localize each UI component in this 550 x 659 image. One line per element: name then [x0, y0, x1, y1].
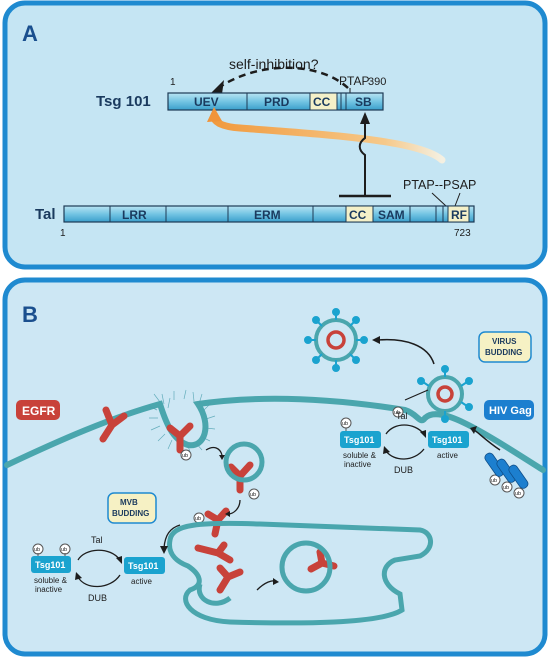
ub-text: ub — [250, 492, 256, 498]
ub-circle — [501, 481, 513, 493]
soluble-label-left-2: inactive — [35, 585, 63, 594]
hiv-gag-label: HIV Gag — [489, 405, 532, 417]
mvb — [167, 520, 433, 626]
tal-label-left: Tal — [91, 535, 103, 545]
tsg101-label-left-1: Tsg101 — [35, 560, 65, 570]
intraluminal-vesicle — [279, 540, 333, 594]
orange-interaction-arrow — [210, 114, 446, 164]
receptor-mvb-3 — [216, 564, 244, 594]
receptor-surface — [99, 406, 128, 443]
ub-text: ub — [491, 478, 497, 484]
tal-start-number: 1 — [60, 228, 66, 239]
tal-ptap-psap-label: PTAP--PSAP — [403, 178, 476, 192]
ub-text: ub — [342, 421, 348, 427]
ub-circle — [340, 417, 352, 429]
tsg-domain-cc: CC — [313, 95, 331, 109]
hiv-gag-badge — [484, 400, 534, 420]
egfr-receptors — [99, 406, 338, 594]
tal-label: Tal — [35, 206, 56, 223]
ub-text: ub — [182, 453, 188, 459]
tal-cc-domain — [345, 205, 374, 223]
tal-end-number: 723 — [454, 228, 471, 239]
tsg-ptap-label: PTAP — [339, 74, 369, 88]
tal-label-right: Tal — [396, 411, 408, 421]
cc-to-sb-arrowhead — [360, 112, 370, 124]
panel-a-frame — [2, 0, 548, 270]
panel-a: A self-inhibition? 1 390 PTAP Tsg 101 UE… — [2, 0, 548, 270]
tsg-start-number: 1 — [170, 77, 176, 88]
self-inhibition-arrowhead — [211, 80, 224, 94]
ub-text: ub — [34, 547, 40, 553]
tal-domain-lrr: LRR — [122, 208, 147, 222]
mvb-budding-label-2: BUDDING — [112, 509, 149, 518]
panel-b: B EGFR — [2, 277, 548, 657]
ub-text: ub — [195, 516, 201, 522]
virus-budding-label-2: BUDDING — [485, 348, 522, 357]
cc-to-sb-arrow — [358, 122, 366, 196]
tsg101-label-right-1: Tsg101 — [344, 435, 374, 445]
panel-b-frame — [2, 277, 548, 657]
egfr-badge — [16, 400, 60, 420]
tal-domain-rf: RF — [451, 208, 467, 222]
tsg101-active-box-right — [428, 431, 469, 448]
egfr-label: EGFR — [22, 404, 56, 418]
released-virion — [304, 308, 368, 372]
self-inhibition-label: self-inhibition? — [229, 56, 319, 72]
tsg101-active-box-left — [124, 557, 165, 574]
virus-budding-badge — [478, 331, 532, 363]
ub-text: ub — [61, 547, 67, 553]
budding-virion — [417, 365, 473, 423]
mvb-budding-label-1: MVB — [120, 498, 138, 507]
panel-a-letter: A — [22, 21, 38, 46]
receptor-pit — [166, 422, 194, 454]
ub-tags — [32, 406, 525, 555]
tsg101-inactive-box-left — [31, 556, 71, 573]
tsg-domain-prd: PRD — [264, 95, 290, 109]
tsg101-label: Tsg 101 — [96, 93, 151, 110]
soluble-label-left-1: soluble & — [34, 576, 68, 585]
plasma-membrane — [4, 395, 546, 473]
dub-label-left: DUB — [88, 593, 107, 603]
ub-text: ub — [515, 491, 521, 497]
receptor-mvb-2 — [194, 541, 234, 564]
panel-b-letter: B — [22, 302, 38, 327]
ub-circle — [489, 474, 501, 486]
ub-circle — [180, 449, 192, 461]
ub-circle — [248, 488, 260, 500]
virus-release-arrow — [377, 338, 435, 365]
orange-arrowhead — [207, 107, 222, 122]
tsg101-label-left-2: Tsg101 — [128, 561, 158, 571]
tal-domain-cc: CC — [349, 208, 367, 222]
tal-domain-sam: SAM — [378, 208, 405, 222]
tsg101-inactive-box-right — [340, 431, 381, 448]
soluble-label-right-1: soluble & — [343, 451, 377, 460]
gag-proteins — [484, 452, 529, 489]
tsg-end-number: 390 — [368, 76, 386, 88]
ub-circle — [513, 487, 525, 499]
active-label-right: active — [437, 451, 458, 460]
soluble-label-right-2: inactive — [344, 460, 372, 469]
tsg-domain-uev: UEV — [194, 95, 219, 109]
mvb-budding-badge — [107, 492, 157, 524]
virus-budding-label-1: VIRUS — [492, 337, 517, 346]
tal-rf-domain — [447, 205, 470, 223]
self-inhibition-arrow — [217, 66, 349, 90]
endocytic-vesicle — [223, 441, 265, 483]
ub-text: ub — [503, 485, 509, 491]
tsg-domain-sb: SB — [355, 95, 372, 109]
active-label-left: active — [131, 577, 152, 586]
ub-circle — [392, 406, 404, 418]
tsg-cc-domain — [309, 92, 338, 111]
dub-label-right: DUB — [394, 465, 413, 475]
budding-ilv — [196, 583, 232, 606]
tsg101-label-right-2: Tsg101 — [432, 435, 462, 445]
ub-text: ub — [394, 410, 400, 416]
tal-domain-erm: ERM — [254, 208, 281, 222]
